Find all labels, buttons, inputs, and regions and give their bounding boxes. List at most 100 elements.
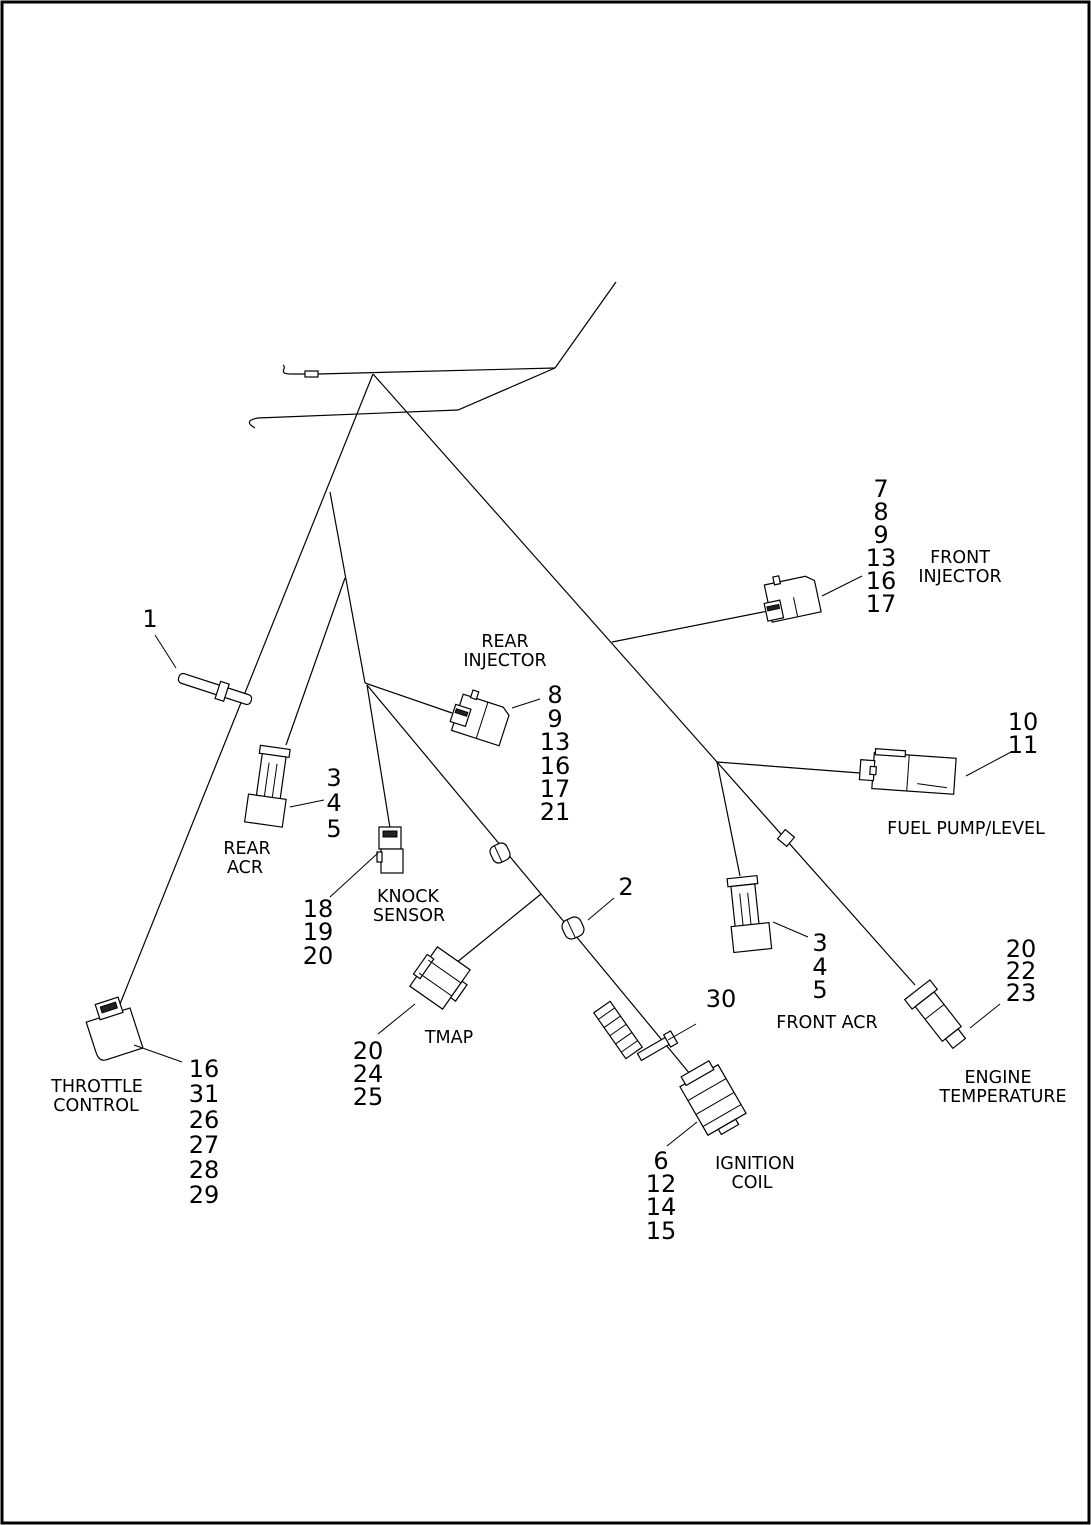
component-label: REAR <box>481 632 528 652</box>
component-label: SENSOR <box>373 906 445 926</box>
callout-number: 16 <box>189 1055 220 1083</box>
callout-number: 7 <box>873 475 888 503</box>
component-label: THROTTLE <box>50 1077 143 1097</box>
callout-number: 23 <box>1006 979 1037 1007</box>
throttle-control-connector <box>85 996 144 1061</box>
callout-throttle-control: 16 31 26 27 28 29 <box>189 1055 220 1209</box>
engine-temperature-connector <box>903 979 967 1050</box>
callout-fuel-pump: 10 11 <box>1008 708 1039 759</box>
label-knock-sensor: KNOCK SENSOR <box>373 887 445 926</box>
callout-number: 28 <box>189 1156 220 1184</box>
front-acr-connector <box>726 874 773 954</box>
callout-1: 1 <box>142 605 157 633</box>
rear-harness-clip <box>489 842 511 864</box>
callout-number: 5 <box>326 815 341 843</box>
callout-number: 17 <box>866 590 897 618</box>
callout-number: 29 <box>189 1181 220 1209</box>
tmap-connector <box>409 946 471 1010</box>
callout-number: 27 <box>189 1131 220 1159</box>
component-label: FUEL PUMP/LEVEL <box>887 819 1045 839</box>
front-injector-connector <box>763 575 822 623</box>
leader-lines <box>133 575 1012 1147</box>
callout-number: 16 <box>540 752 571 780</box>
component-label: IGNITION <box>715 1154 795 1174</box>
component-label: CONTROL <box>53 1096 139 1116</box>
callout-number: 18 <box>303 895 334 923</box>
callout-number: 4 <box>812 953 827 981</box>
callout-number: 31 <box>189 1080 220 1108</box>
spark-plug-cap <box>592 1000 644 1060</box>
callout-number: 4 <box>326 789 341 817</box>
callout-number: 20 <box>303 942 334 970</box>
callout-number: 19 <box>303 918 334 946</box>
callout-number: 3 <box>812 929 827 957</box>
callout-number: 22 <box>1006 957 1037 985</box>
label-front-injector: FRONT INJECTOR <box>918 548 1001 587</box>
fuel-pump-connector <box>858 748 957 795</box>
component-label: KNOCK <box>377 887 440 907</box>
callout-number: 5 <box>812 976 827 1004</box>
label-rear-acr: REAR ACR <box>223 839 270 878</box>
callout-number: 20 <box>353 1037 384 1065</box>
callout-number: 2 <box>618 873 633 901</box>
callout-number: 17 <box>540 775 571 803</box>
callout-2: 2 <box>618 873 633 901</box>
component-label: FRONT ACR <box>776 1013 877 1033</box>
component-label: INJECTOR <box>463 651 546 671</box>
component-label: COIL <box>732 1173 773 1193</box>
callout-number: 3 <box>326 764 341 792</box>
callout-number: 24 <box>353 1060 384 1088</box>
callout-front-injector: 7 8 9 13 16 17 <box>866 475 897 618</box>
component-label: INJECTOR <box>918 567 1001 587</box>
rear-injector-connector <box>449 689 510 747</box>
label-rear-injector: REAR INJECTOR <box>463 632 546 671</box>
label-throttle-control: THROTTLE CONTROL <box>50 1077 143 1116</box>
callout-engine-temperature: 20 22 23 <box>1006 935 1037 1007</box>
callout-number: 20 <box>1006 935 1037 963</box>
callout-30: 30 <box>706 985 737 1013</box>
label-engine-temperature: ENGINE TEMPERATURE <box>938 1068 1066 1107</box>
harness-wires <box>119 281 916 1081</box>
component-label: ACR <box>227 858 263 878</box>
callout-number: 30 <box>706 985 737 1013</box>
label-fuel-pump: FUEL PUMP/LEVEL <box>887 819 1045 839</box>
callout-front-acr: 3 4 5 <box>812 929 827 1004</box>
front-harness-clip <box>776 828 796 848</box>
callout-number: 11 <box>1008 731 1039 759</box>
callout-number: 13 <box>866 544 897 572</box>
callout-number: 6 <box>653 1147 668 1175</box>
component-label: FRONT <box>930 548 990 568</box>
rear-acr-connector <box>243 744 291 828</box>
callout-number: 9 <box>547 705 562 733</box>
component-label: TMAP <box>424 1028 473 1048</box>
callout-rear-acr: 3 4 5 <box>326 764 341 843</box>
ignition-coil-connector <box>679 1060 747 1137</box>
callout-knock-sensor: 18 19 20 <box>303 895 334 970</box>
callout-number: 8 <box>873 498 888 526</box>
knock-sensor-connector <box>376 826 404 874</box>
inline-splice <box>304 370 319 378</box>
callout-number: 25 <box>353 1083 384 1111</box>
callout-number: 16 <box>866 567 897 595</box>
callout-number: 12 <box>646 1170 677 1198</box>
callout-number: 10 <box>1008 708 1039 736</box>
component-label: TEMPERATURE <box>938 1087 1066 1107</box>
callout-number: 26 <box>189 1106 220 1134</box>
callout-number: 13 <box>540 728 571 756</box>
label-front-acr: FRONT ACR <box>776 1013 877 1033</box>
callout-number: 21 <box>540 798 571 826</box>
callout-number: 1 <box>142 605 157 633</box>
part-2-clip <box>561 916 585 940</box>
callout-number: 15 <box>646 1217 677 1245</box>
callout-rear-injector: 8 9 13 16 17 21 <box>540 681 571 826</box>
callout-number: 8 <box>547 681 562 709</box>
component-label: ENGINE <box>964 1068 1031 1088</box>
callout-tmap: 20 24 25 <box>353 1037 384 1111</box>
part-1-harness-clip <box>177 672 253 706</box>
component-label: REAR <box>223 839 270 859</box>
callout-number: 14 <box>646 1193 677 1221</box>
callout-number: 9 <box>873 521 888 549</box>
callout-ignition-coil: 6 12 14 15 <box>646 1147 677 1245</box>
